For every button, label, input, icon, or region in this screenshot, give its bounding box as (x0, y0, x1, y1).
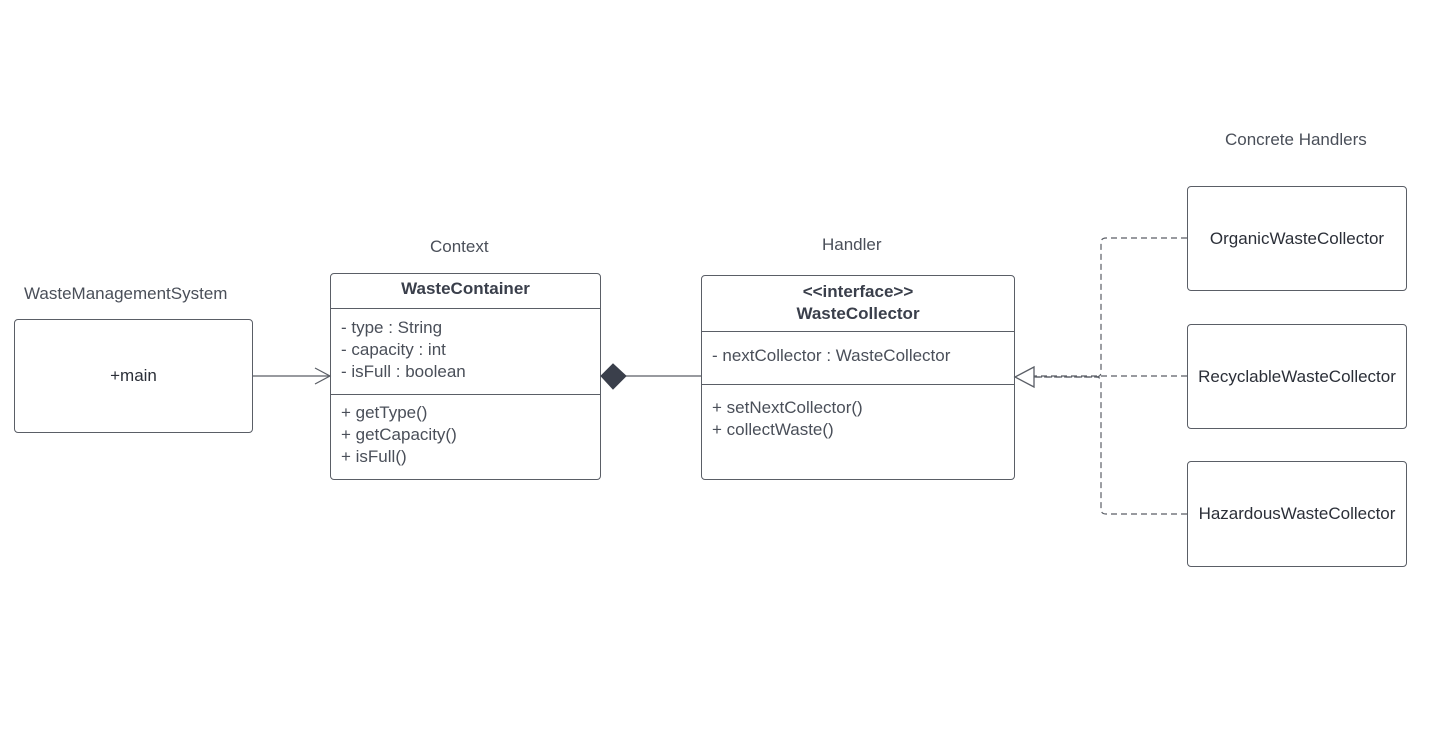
handler-caption: Handler (822, 235, 882, 254)
context-caption: Context (430, 237, 489, 256)
method-is-full: + isFull() (341, 447, 407, 466)
method-collect-waste: + collectWaste() (712, 420, 834, 439)
waste-collector-name: WasteCollector (796, 304, 920, 323)
open-arrow-head (314, 367, 332, 385)
attribute-is-full: - isFull : boolean (341, 362, 466, 381)
recyclable-waste-collector-label: RecyclableWasteCollector (1198, 366, 1396, 386)
waste-container-attributes: - type : String - capacity : int - isFul… (331, 309, 600, 395)
realization-triangle-head (1013, 365, 1035, 389)
waste-collector-header: <<interface>> WasteCollector (702, 276, 1014, 332)
concrete-handlers-caption: Concrete Handlers (1225, 130, 1367, 149)
realization-hazardous (1034, 376, 1187, 515)
waste-collector-interface[interactable]: <<interface>> WasteCollector - nextColle… (701, 275, 1015, 480)
waste-collector-methods: + setNextCollector() + collectWaste() (702, 385, 1014, 441)
organic-waste-collector-box[interactable]: OrganicWasteCollector (1187, 186, 1407, 291)
waste-container-methods: + getType() + getCapacity() + isFull() (331, 395, 600, 468)
realization-organic (1034, 237, 1187, 378)
organic-waste-collector-label: OrganicWasteCollector (1209, 228, 1385, 248)
composition-diamond (600, 363, 627, 390)
waste-container-class[interactable]: WasteContainer - type : String - capacit… (330, 273, 601, 480)
recyclable-waste-collector-box[interactable]: RecyclableWasteCollector (1187, 324, 1407, 429)
system-caption: WasteManagementSystem (24, 284, 228, 303)
interface-stereotype: <<interface>> (802, 282, 914, 301)
attribute-next-collector: - nextCollector : WasteCollector (712, 346, 951, 365)
waste-management-system-box[interactable]: +main (14, 319, 253, 433)
attribute-type: - type : String (341, 318, 443, 337)
method-get-type: + getType() (341, 403, 428, 422)
method-get-capacity: + getCapacity() (341, 425, 457, 444)
method-set-next-collector: + setNextCollector() (712, 398, 863, 417)
hazardous-waste-collector-box[interactable]: HazardousWasteCollector (1187, 461, 1407, 567)
hazardous-waste-collector-label: HazardousWasteCollector (1198, 504, 1396, 523)
attribute-capacity: - capacity : int (341, 340, 446, 359)
waste-collector-attributes: - nextCollector : WasteCollector (702, 332, 1014, 385)
waste-container-name: WasteContainer (331, 274, 600, 309)
realization-connectors (1034, 237, 1187, 515)
main-method-label: +main (110, 366, 157, 385)
